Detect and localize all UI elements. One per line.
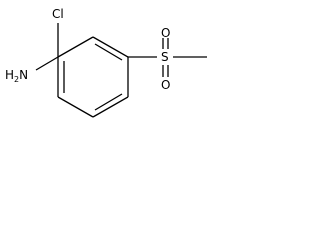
- oxygen-bottom-label: O: [161, 78, 170, 92]
- amine-label: H2N: [5, 68, 28, 84]
- ring-double-bond-inner-2: [94, 93, 123, 111]
- chemical-structure: Cl H2N S O O: [5, 7, 207, 118]
- benzene-ring: [57, 36, 129, 118]
- sulfur-label: S: [161, 50, 169, 64]
- bond-c-n: [35, 56, 59, 71]
- ring-double-bond-inner-1: [94, 43, 123, 61]
- amine-subscript-label: 2: [14, 75, 19, 84]
- ring-bond-4: [57, 96, 94, 118]
- amine-h-label: H: [5, 68, 14, 82]
- chlorine-label: Cl: [52, 7, 64, 21]
- oxygen-top-label: O: [161, 26, 170, 40]
- ring-bond-1: [92, 36, 129, 58]
- ring-bond-6: [57, 36, 94, 58]
- amine-n-label: N: [19, 68, 28, 82]
- ring-bond-3: [92, 96, 129, 118]
